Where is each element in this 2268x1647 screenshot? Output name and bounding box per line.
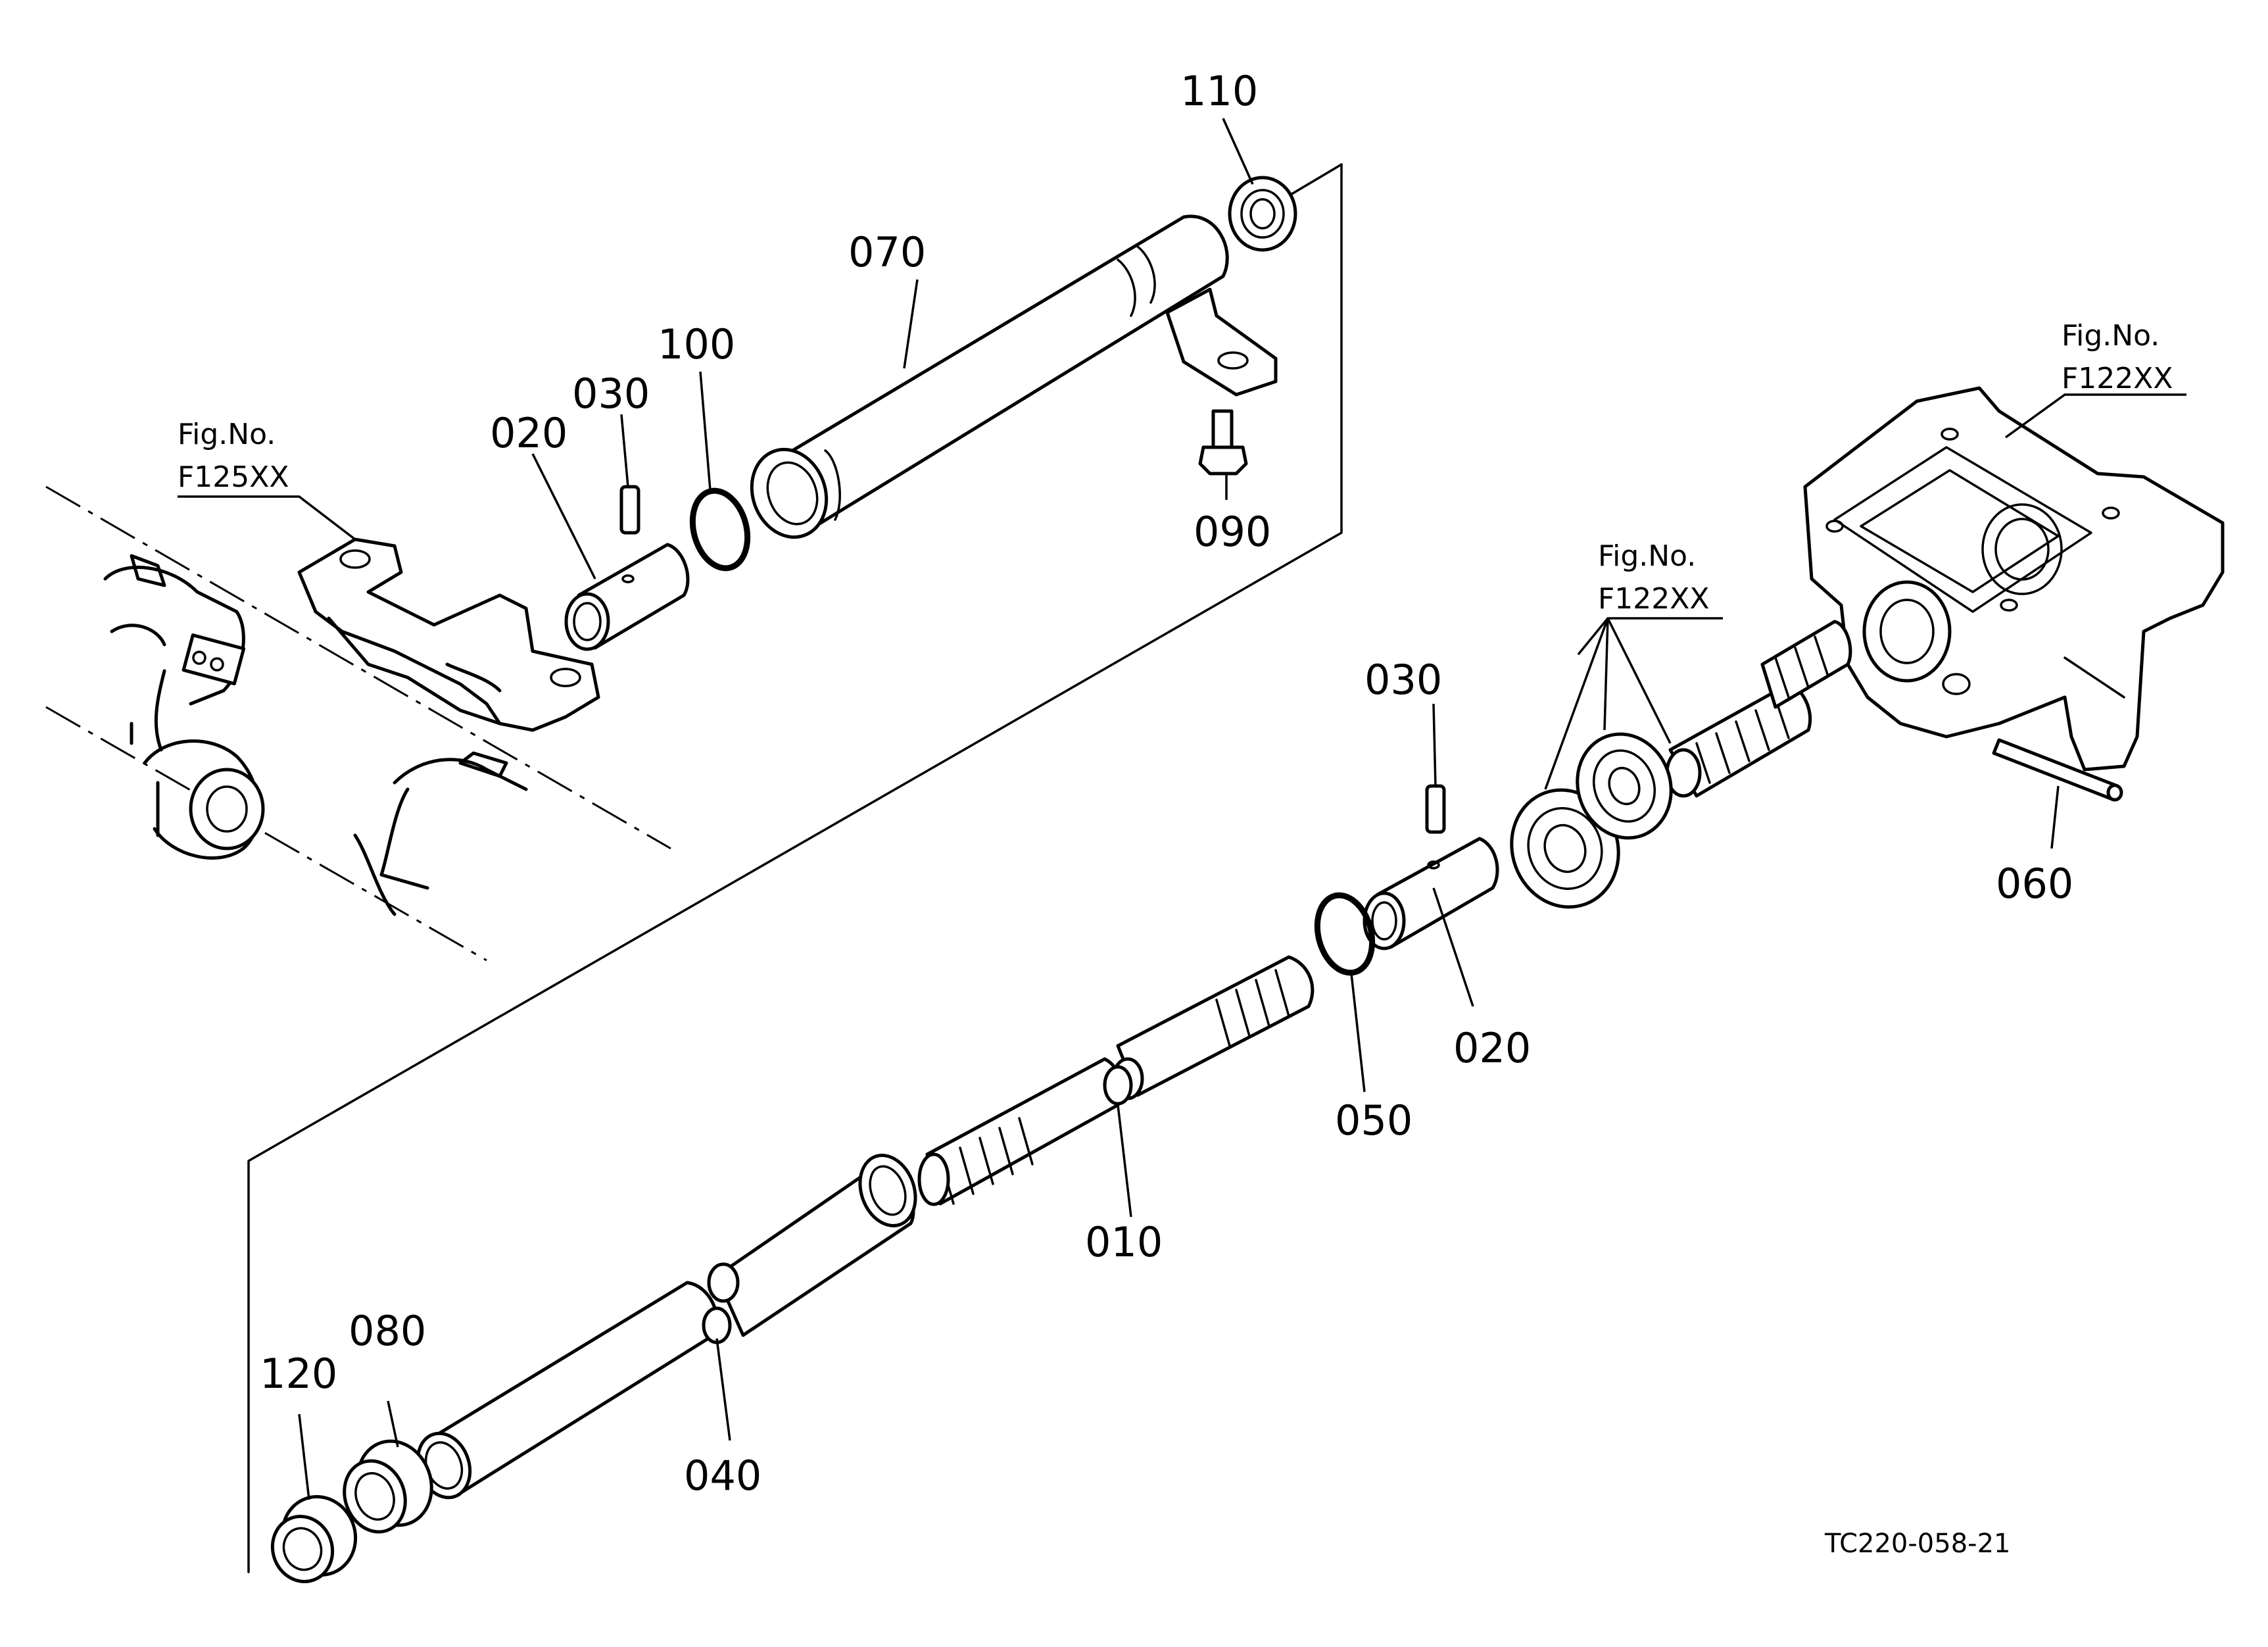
fig-ref-left-line2: F125XX xyxy=(178,460,289,494)
part-020-lower-bushing xyxy=(1363,837,1499,950)
label-020-lower: 020 xyxy=(1453,1024,1531,1072)
label-060: 060 xyxy=(1996,860,2073,908)
label-100: 100 xyxy=(658,320,735,368)
fig-ref-right-mid-line2: F122XX xyxy=(1598,582,1710,616)
part-080-seal xyxy=(343,1439,433,1534)
part-060-pin xyxy=(1992,738,2123,802)
part-070-tube xyxy=(750,214,1278,539)
part-labels: 110 070 100 030 020 090 030 060 020 050 … xyxy=(260,67,2073,1500)
label-080: 080 xyxy=(349,1307,426,1355)
assembly-frame xyxy=(247,163,1343,1573)
mid-bearings xyxy=(1510,732,1673,909)
fig-ref-right-mid-line1: Fig.No. xyxy=(1598,539,1696,573)
label-010: 010 xyxy=(1085,1218,1163,1266)
part-090-bolt xyxy=(1198,409,1248,476)
leader-lines xyxy=(178,118,2186,1500)
label-020-upper: 020 xyxy=(490,409,567,457)
label-050: 050 xyxy=(1335,1096,1412,1144)
part-020-upper-bushing xyxy=(564,543,690,651)
right-shaft xyxy=(1665,620,1852,798)
part-120-cap xyxy=(270,1495,358,1583)
part-010-shaft xyxy=(917,955,1315,1206)
label-110: 110 xyxy=(1180,67,1258,115)
part-040-tube xyxy=(416,1154,917,1500)
label-030-upper: 030 xyxy=(572,370,650,418)
part-050-oring xyxy=(1314,892,1376,976)
left-bracket xyxy=(297,537,600,732)
left-housing-f125xx xyxy=(45,485,671,962)
part-030-lower-pin xyxy=(1425,784,1446,834)
label-070: 070 xyxy=(848,228,926,276)
fig-ref-right-top-line2: F122XX xyxy=(2062,362,2173,395)
right-housing-f122xx xyxy=(1803,386,2225,772)
part-110-bearing xyxy=(1228,176,1297,252)
label-030-lower: 030 xyxy=(1364,656,1442,704)
label-090: 090 xyxy=(1194,508,1271,556)
label-120: 120 xyxy=(260,1350,337,1398)
figure-references: Fig.No. F125XX Fig.No. F122XX Fig.No. F1… xyxy=(178,319,2173,616)
label-040: 040 xyxy=(684,1452,761,1500)
part-100-oring xyxy=(689,487,751,572)
fig-ref-left-line1: Fig.No. xyxy=(178,418,276,451)
part-030-upper-pin xyxy=(619,485,640,535)
fig-ref-right-top-line1: Fig.No. xyxy=(2062,319,2159,353)
drawing-code: TC220-058-21 xyxy=(1824,1529,2010,1559)
